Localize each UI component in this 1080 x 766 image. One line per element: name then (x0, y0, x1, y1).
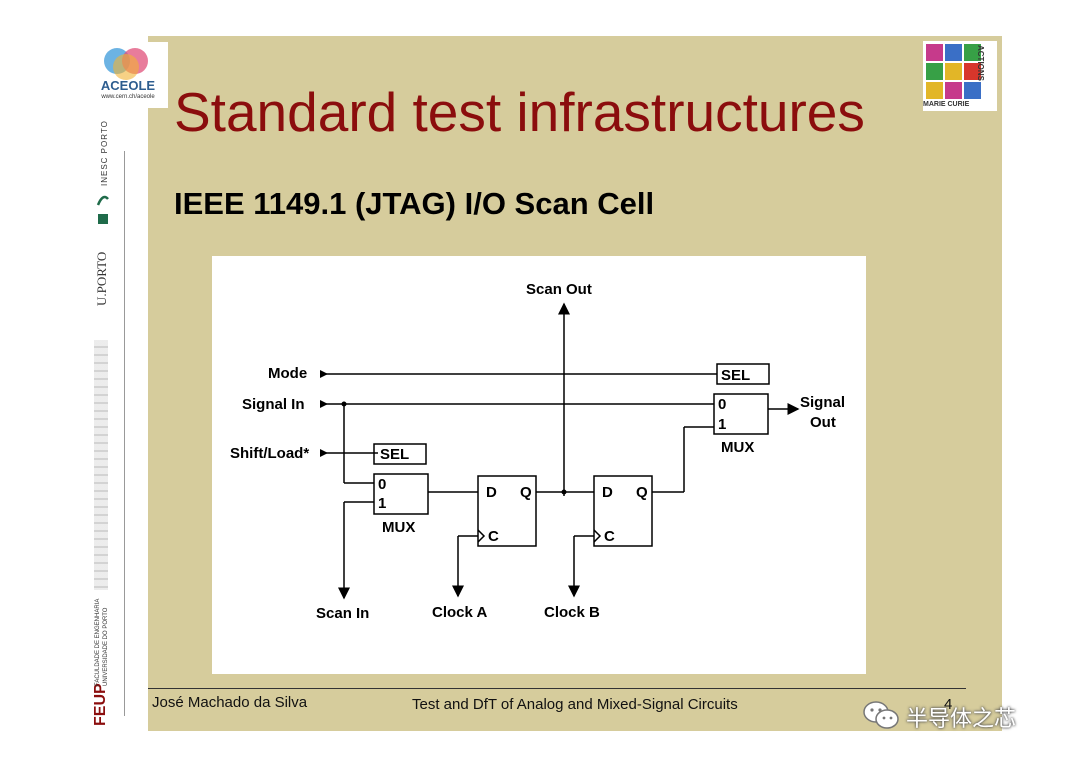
building-image (94, 340, 108, 590)
ffb-clock-mark (593, 529, 602, 543)
mux2-name-label: MUX (721, 439, 754, 456)
aceole-logo-text: ACEOLE (100, 78, 156, 93)
footer-author: José Machado da Silva (152, 694, 308, 711)
mux2-box (713, 393, 769, 435)
mux2-sel-label: SEL (721, 367, 750, 384)
feup-sub1: FACULDADE DE ENGENHARIA (95, 598, 101, 686)
feup-logo-text: FEUP (92, 683, 109, 726)
ffa-c-label: C (488, 528, 499, 545)
slide-subtitle: IEEE 1149.1 (JTAG) I/O Scan Cell (174, 186, 655, 221)
inesc-logo-icon (96, 191, 110, 209)
marie-curie-logo: MARIE CURIE ACTIONS (923, 41, 997, 111)
shift-load-arrow (320, 449, 328, 457)
mux1-sel-box (373, 443, 427, 465)
mux2-sel-box (716, 363, 770, 385)
signal-in-arrow (320, 400, 328, 408)
uporto-logo-text: U.PORTO (94, 251, 109, 306)
ffb-c-label: C (604, 528, 615, 545)
label-shift-load: Shift/Load* (230, 445, 309, 462)
ffb-d-label: D (602, 484, 613, 501)
label-scan-in: Scan In (316, 605, 369, 622)
aceole-logo-url: www.cern.ch/aceole (101, 94, 155, 100)
scan-cell-diagram: Scan Out Mode Signal In Shift/Load* Scan… (212, 256, 866, 674)
ffa-d-label: D (486, 484, 497, 501)
sidebar-divider (124, 151, 125, 716)
footer-divider (148, 688, 966, 689)
ffa-clock-mark (477, 529, 486, 543)
label-signal-in: Signal In (242, 396, 305, 413)
label-mode: Mode (268, 365, 307, 382)
ffa-box (477, 475, 537, 547)
label-signal-out-2: Out (810, 414, 836, 431)
inesc-logo-text: INESC PORTO (100, 120, 109, 186)
mux1-box (373, 473, 429, 515)
aceole-logo: ACEOLE www.cern.ch/aceole (88, 42, 168, 108)
sidebar: INESC PORTO U.PORTO FEUP FACULDADE DE EN… (78, 36, 148, 731)
ffa-q-label: Q (520, 484, 532, 501)
label-scan-out: Scan Out (526, 281, 592, 298)
scan-out-junction (561, 489, 567, 495)
mux1-sel-label: SEL (380, 446, 409, 463)
label-clock-a: Clock A (432, 604, 487, 621)
watermark: 半导体之芯 (862, 700, 1017, 735)
label-clock-b: Clock B (544, 604, 600, 621)
mux2-in0-label: 0 (718, 396, 726, 413)
actions-text: ACTIONS (976, 45, 985, 81)
signal-in-junction (341, 401, 347, 407)
mux1-in1-label: 1 (378, 495, 386, 512)
inesc-logo-mark (98, 214, 108, 224)
mux2-in1-label: 1 (718, 416, 726, 433)
ffb-box (593, 475, 653, 547)
ffb-q-label: Q (636, 484, 648, 501)
feup-sub2: UNIVERSIDADE DO PORTO (103, 607, 109, 686)
diagram-svg: Scan Out Mode Signal In Shift/Load* Scan… (230, 281, 845, 622)
mux1-in0-label: 0 (378, 476, 386, 493)
label-signal-out-1: Signal (800, 394, 845, 411)
mode-arrow (320, 370, 328, 378)
footer-course: Test and DfT of Analog and Mixed-Signal … (412, 696, 738, 713)
watermark-text: 半导体之芯 (906, 707, 1017, 732)
slide-title: Standard test infrastructures (174, 81, 865, 143)
footer-page-number: 4 (944, 696, 953, 713)
wechat-icon (862, 700, 900, 735)
marie-curie-text: MARIE CURIE (923, 101, 970, 108)
mux1-name-label: MUX (382, 519, 415, 536)
